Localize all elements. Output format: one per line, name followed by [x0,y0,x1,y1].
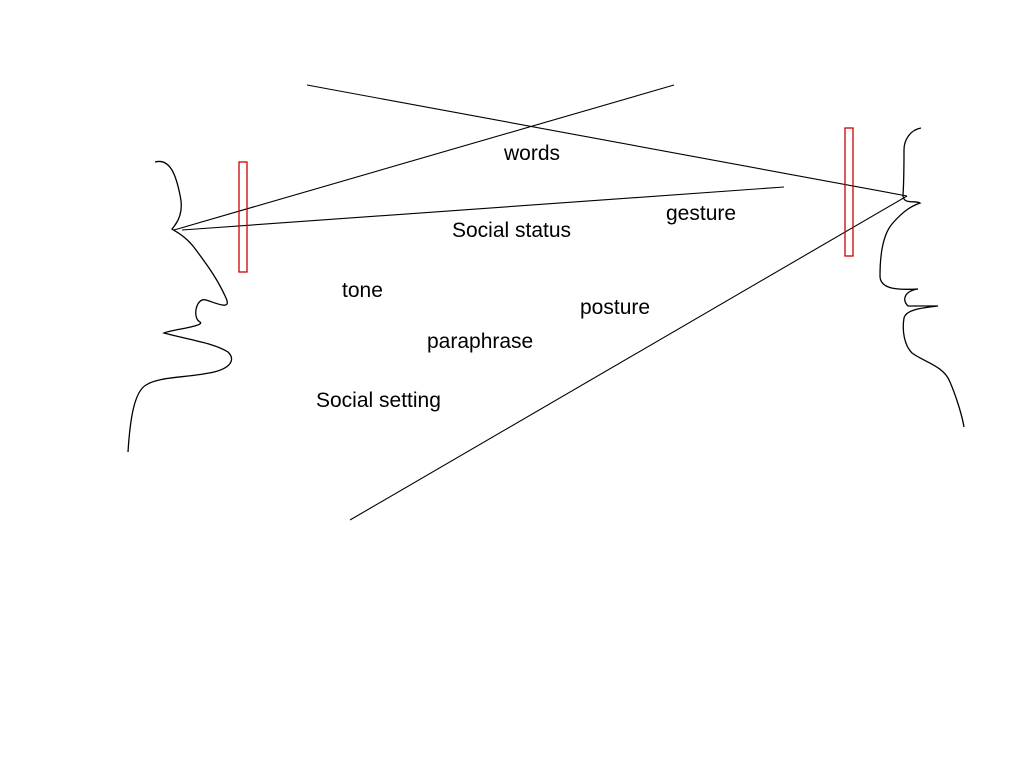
label-gesture: gesture [666,203,736,224]
left-filter-bar [239,162,247,272]
label-social-status: Social status [452,220,571,241]
line-right-eye-down [350,196,907,520]
label-words: words [504,143,560,164]
line-right-eye-up [307,85,907,196]
label-tone: tone [342,280,383,301]
right-face-profile [880,128,964,427]
label-social-setting: Social setting [316,390,441,411]
right-filter-bar [845,128,853,256]
label-paraphrase: paraphrase [427,331,533,352]
left-face-profile [128,161,232,452]
label-posture: posture [580,297,650,318]
